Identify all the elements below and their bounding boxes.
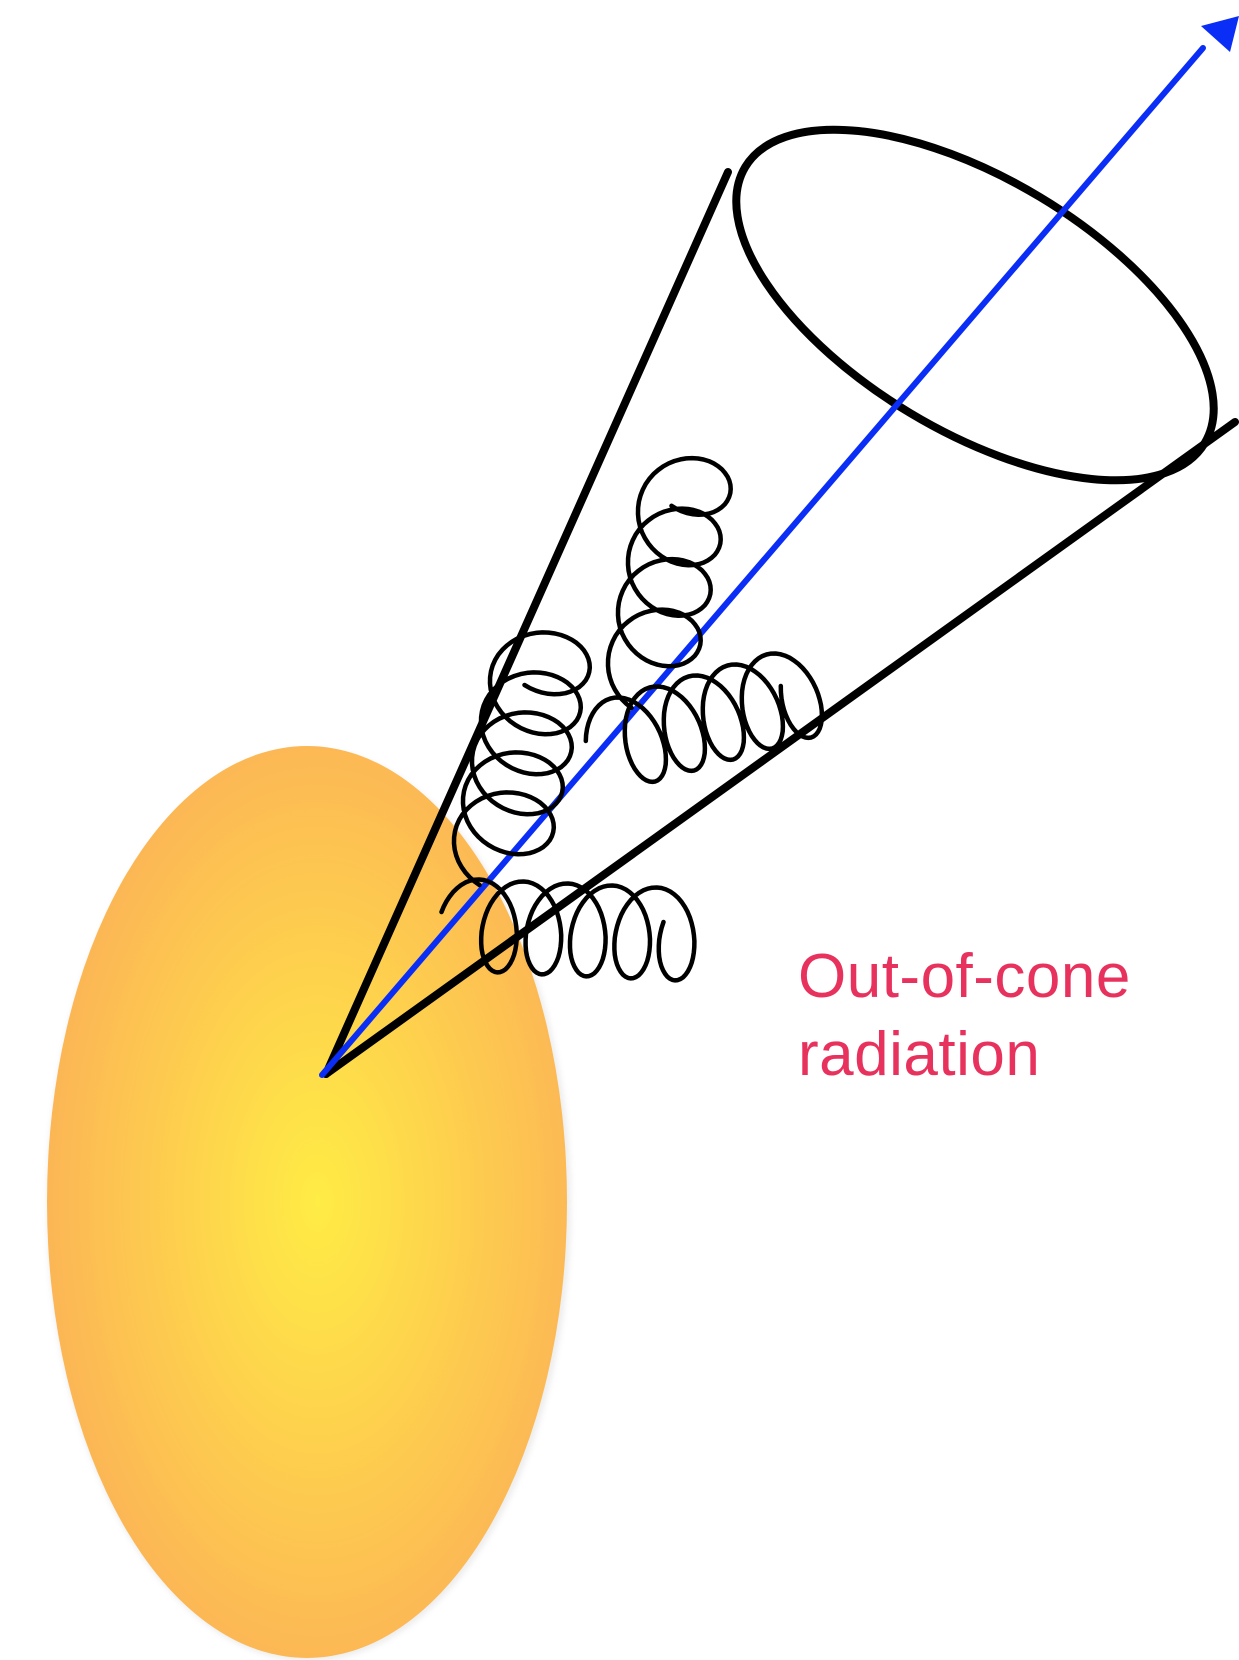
gluon-coil-in-cone-right [586,654,822,782]
arrowhead-icon [1201,16,1239,52]
label-line-2: radiation [798,1016,1131,1094]
gluon-coil-in-cone-upper-left [454,632,590,885]
out-of-cone-radiation-label: Out-of-cone radiation [798,938,1131,1094]
jet-axis-arrow [322,16,1239,1075]
label-line-1: Out-of-cone [798,938,1131,1016]
cone-opening-ellipse [680,59,1239,551]
